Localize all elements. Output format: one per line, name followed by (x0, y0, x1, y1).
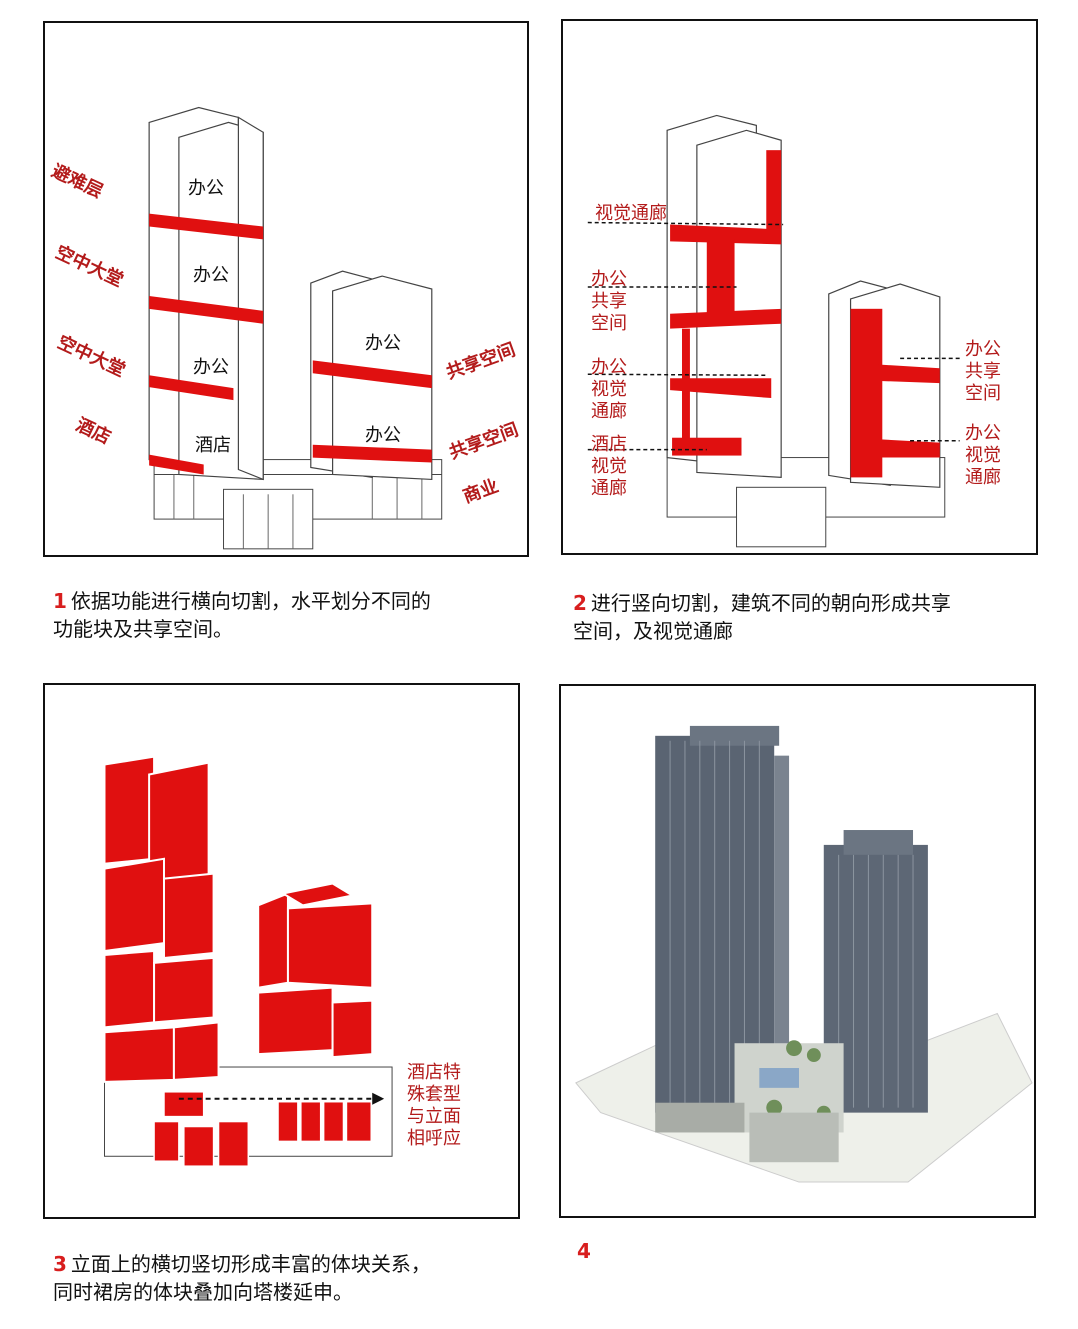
label-right-office-shared-l1: 办公 (965, 339, 1001, 360)
panel-vertical-cut: 视觉通廊 办公 共享 空间 办公 视觉 通廊 酒店 视觉 通廊 办公 共享 空间… (561, 19, 1038, 555)
label-right-office-visual-l3: 通廊 (965, 467, 1001, 488)
label-office-visual: 办公 视觉 通廊 (591, 357, 651, 423)
caption-2-text: 进行竖向切割，建筑不同的朝向形成共享 (590, 591, 951, 615)
label-hotel-visual-l3: 通廊 (591, 478, 627, 499)
caption-4: 4 (577, 1237, 595, 1265)
label-right-office-visual: 办公 视觉 通廊 (965, 423, 1025, 489)
label-office-shared-l2: 共享 (591, 291, 627, 312)
label-office-visual-l1: 办公 (591, 357, 627, 378)
tower-label-office-3: 办公 (193, 357, 229, 378)
label-hotel-suites-l2: 殊套型 (407, 1084, 461, 1105)
caption-3-line2: 同时裙房的体块叠加向塔楼延申。 (53, 1280, 353, 1304)
label-right-office-shared-l3: 空间 (965, 383, 1001, 404)
tower-label-office-2: 办公 (193, 265, 229, 286)
caption-2-number: 2 (573, 591, 587, 615)
label-hotel-visual: 酒店 视觉 通廊 (591, 434, 651, 500)
label-office-visual-l3: 通廊 (591, 401, 627, 422)
tower-label-office-1: 办公 (188, 178, 224, 199)
tower2-label-office-2: 办公 (365, 425, 401, 446)
tower-label-hotel: 酒店 (195, 435, 231, 456)
caption-1-number: 1 (53, 589, 67, 613)
rendering-aerial-view (575, 725, 1033, 1183)
caption-4-number: 4 (577, 1239, 591, 1263)
caption-1-line2: 功能块及共享空间。 (53, 617, 233, 641)
label-hotel-visual-l2: 视觉 (591, 456, 627, 477)
label-hotel-visual-l1: 酒店 (591, 434, 627, 455)
diagram-vertical-cut (587, 114, 960, 548)
panel-rendering (559, 684, 1036, 1218)
panel-massing: 酒店特 殊套型 与立面 相呼应 (43, 683, 520, 1219)
caption-3-number: 3 (53, 1252, 67, 1276)
diagram-horizontal-cut (148, 106, 443, 550)
label-visual-corridor-top: 视觉通廊 (595, 203, 667, 224)
panel-horizontal-cut: 避难层 空中大堂 空中大堂 酒店 办公 办公 办公 酒店 办公 办公 共享空间 … (43, 21, 529, 557)
label-hotel-suites: 酒店特 殊套型 与立面 相呼应 (407, 1062, 487, 1150)
diagram-massing (103, 755, 393, 1167)
label-hotel-suites-l3: 与立面 (407, 1106, 461, 1127)
caption-2-line2: 空间，及视觉通廊 (573, 619, 733, 643)
label-hotel-suites-l1: 酒店特 (407, 1062, 461, 1083)
label-office-shared-l1: 办公 (591, 269, 627, 290)
label-right-office-shared-l2: 共享 (965, 361, 1001, 382)
label-hotel-suites-l4: 相呼应 (407, 1128, 461, 1149)
label-right-office-visual-l2: 视觉 (965, 445, 1001, 466)
caption-1-text: 依据功能进行横向切割，水平划分不同的 (70, 589, 431, 613)
label-right-office-visual-l1: 办公 (965, 423, 1001, 444)
label-office-shared: 办公 共享 空间 (591, 269, 651, 335)
label-office-shared-l3: 空间 (591, 313, 627, 334)
label-right-office-shared: 办公 共享 空间 (965, 339, 1025, 405)
tower2-label-office-1: 办公 (365, 333, 401, 354)
label-office-visual-l2: 视觉 (591, 379, 627, 400)
caption-3-text: 立面上的横切竖切形成丰富的体块关系， (70, 1252, 431, 1276)
